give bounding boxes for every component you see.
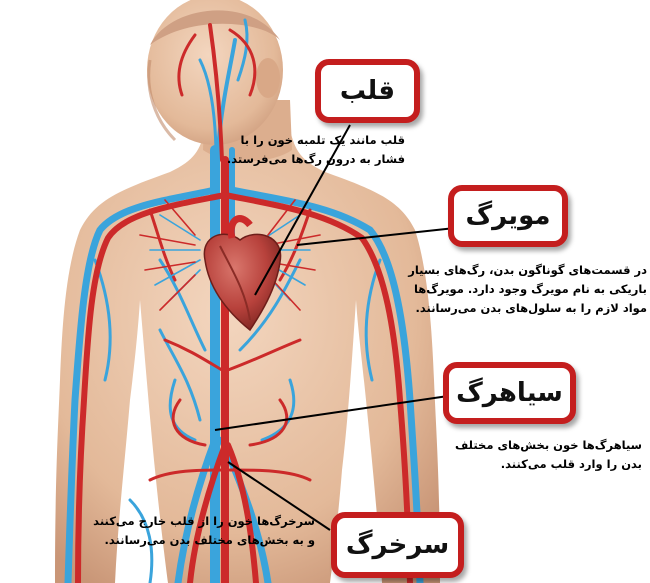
capillary-description-line-3: مواد لازم را به سلول‌های بدن می‌رسانند. xyxy=(408,299,647,318)
artery-title: سرخرگ xyxy=(346,530,449,560)
artery-description: سرخرگ‌ها خون را از قلب خارج می‌کنند و به… xyxy=(93,512,315,550)
heart-title-box: قلب xyxy=(315,59,420,123)
heart-title: قلب xyxy=(340,76,395,106)
capillary-description-line-1: در قسمت‌های گوناگون بدن، رگ‌های بسیار xyxy=(408,261,647,280)
capillary-title: مویرگ xyxy=(466,201,551,231)
vein-title-box: سیاهرگ xyxy=(443,362,576,424)
vein-description-line-1: سیاهرگ‌ها خون بخش‌های مختلف xyxy=(455,436,642,455)
heart-description-line-1: قلب مانند یک تلمبه خون را با xyxy=(227,131,405,150)
heart-description: قلب مانند یک تلمبه خون را با فشار به درو… xyxy=(227,131,405,169)
capillary-description: در قسمت‌های گوناگون بدن، رگ‌های بسیار با… xyxy=(408,261,647,318)
capillary-description-line-2: باریکی به نام مویرگ وجود دارد. مویرگ‌ها xyxy=(408,280,647,299)
artery-description-line-1: سرخرگ‌ها خون را از قلب خارج می‌کنند xyxy=(93,512,315,531)
capillary-title-box: مویرگ xyxy=(448,185,568,247)
vein-title: سیاهرگ xyxy=(456,378,563,408)
artery-description-line-2: و به بخش‌های مختلف بدن می‌رسانند. xyxy=(93,531,315,550)
heart-description-line-2: فشار به درون رگ‌ها می‌فرستد. xyxy=(227,150,405,169)
vein-description: سیاهرگ‌ها خون بخش‌های مختلف بدن را وارد … xyxy=(455,436,642,474)
artery-title-box: سرخرگ xyxy=(331,512,464,578)
vein-description-line-2: بدن را وارد قلب می‌کنند. xyxy=(455,455,642,474)
